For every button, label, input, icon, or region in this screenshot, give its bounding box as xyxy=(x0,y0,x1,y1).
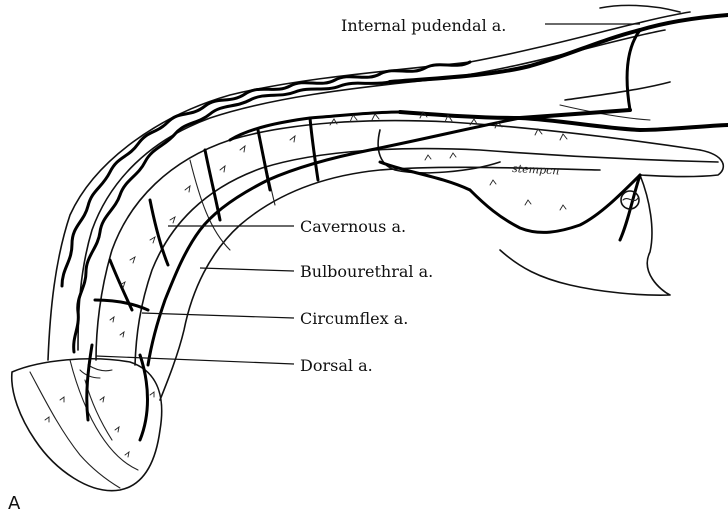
label-bulbourethral: Bulbourethral a. xyxy=(300,262,433,281)
artist-signature: stempcn xyxy=(512,162,560,177)
leader-circumflex xyxy=(142,313,294,318)
panel-letter: A xyxy=(8,493,21,514)
label-internal-pudendal: Internal pudendal a. xyxy=(341,16,506,35)
leader-bulbourethral xyxy=(200,268,294,271)
capillary-branches xyxy=(45,112,567,457)
leader-dorsal xyxy=(96,356,294,364)
label-dorsal: Dorsal a. xyxy=(300,356,373,375)
label-cavernous: Cavernous a. xyxy=(300,217,406,236)
label-circumflex: Circumflex a. xyxy=(300,309,408,328)
